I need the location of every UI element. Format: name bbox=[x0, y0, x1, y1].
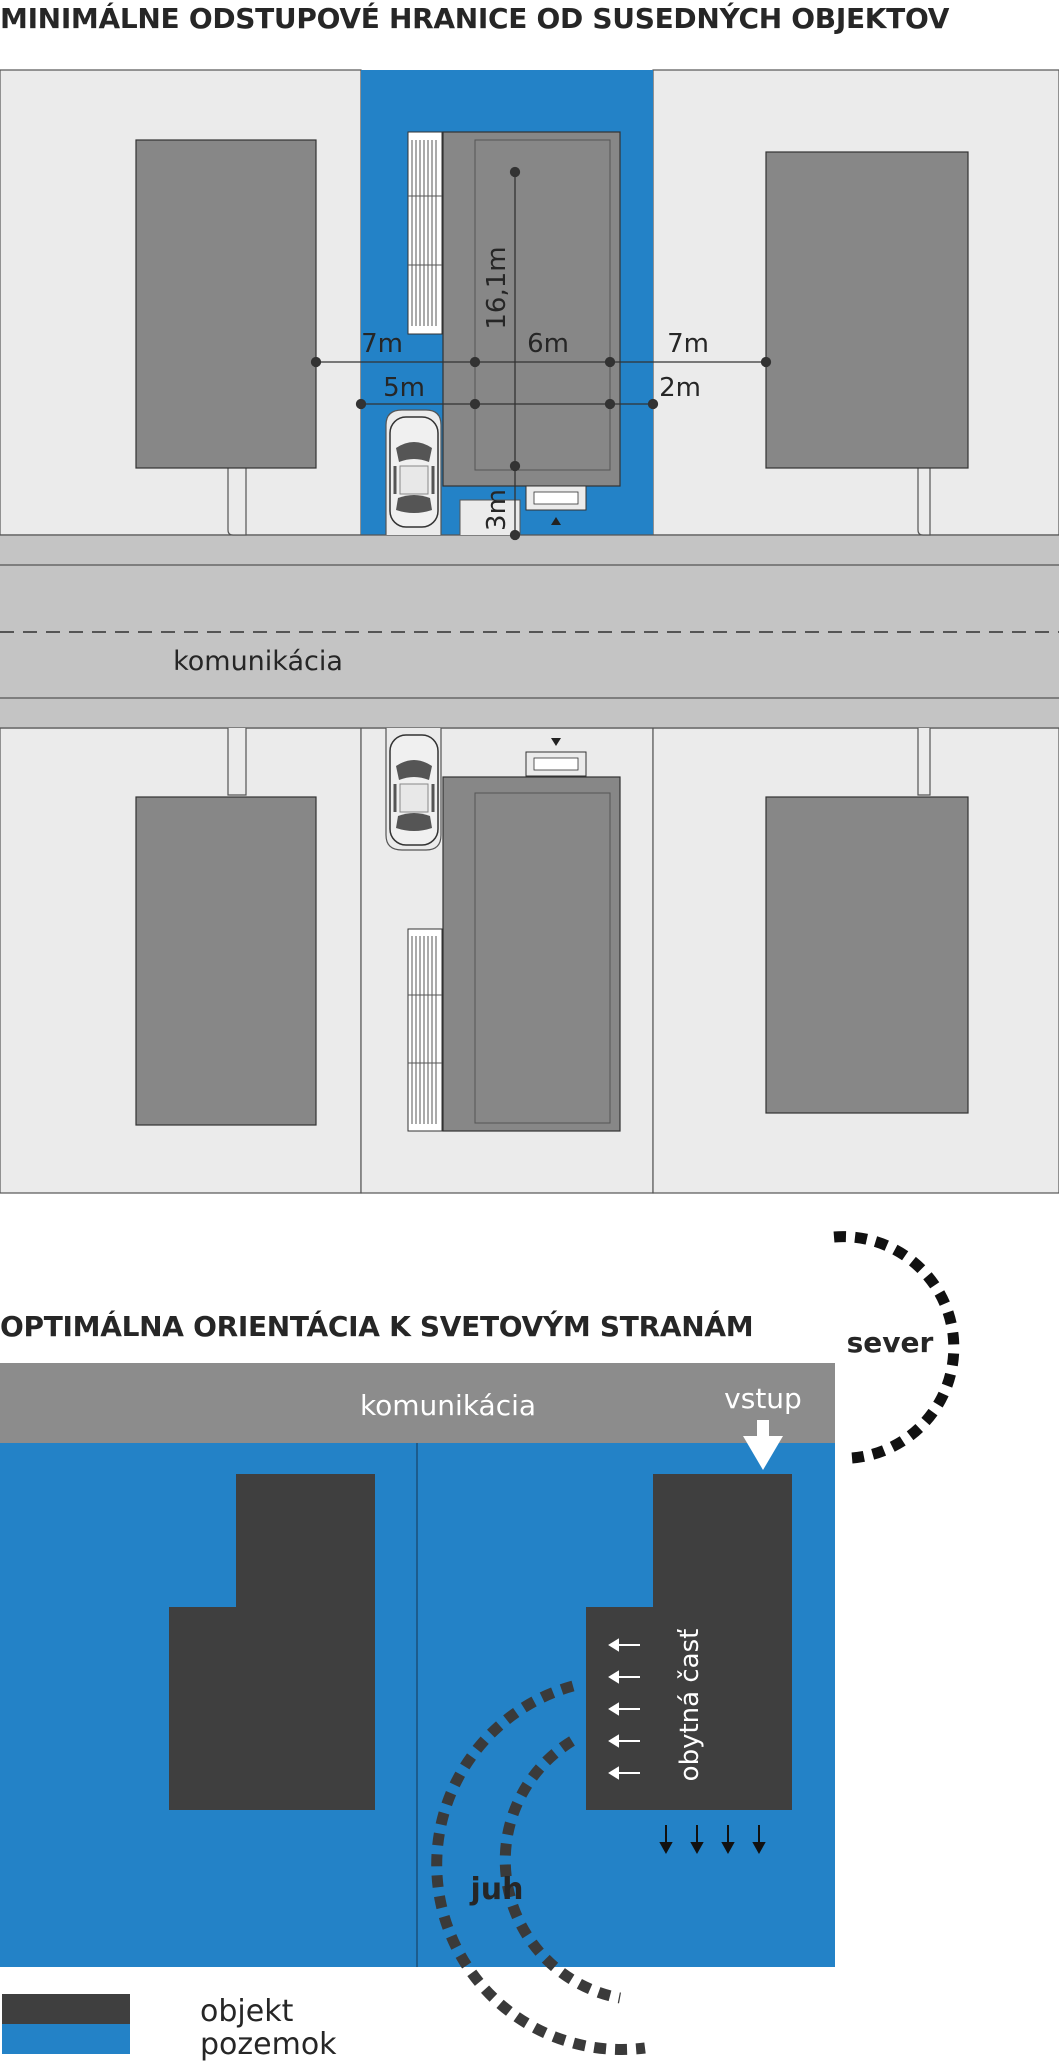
south-label: juh bbox=[470, 1872, 524, 1907]
legend-swatch-object bbox=[2, 1994, 130, 2024]
road-label: komunikácia bbox=[173, 646, 343, 677]
dimension-right-boundary: 2m bbox=[659, 373, 701, 403]
dimension-length: 16,1m bbox=[482, 246, 512, 329]
orientation-plan: komunikácia vstup obytná časť ju bbox=[0, 1231, 960, 2055]
dimension-lines bbox=[310, 166, 772, 541]
building-right bbox=[586, 1474, 792, 1810]
neighbor-house bbox=[135, 139, 317, 469]
legend-swatch-plot bbox=[2, 2024, 130, 2054]
driveway bbox=[227, 466, 247, 536]
legend-label-object: objekt bbox=[200, 1994, 294, 2029]
south-arrows-icon bbox=[659, 1825, 766, 1855]
legend-label-plot: pozemok bbox=[200, 2027, 337, 2062]
driveway bbox=[459, 499, 521, 535]
main-house-top bbox=[407, 131, 621, 525]
living-area-label: obytná časť bbox=[675, 1629, 705, 1782]
south-arc-icon bbox=[431, 1680, 646, 2055]
site-plan: 16,1m 7m 6m 7m 5m 2m 3m komunikácia bbox=[0, 69, 1059, 1194]
neighbor-house bbox=[765, 796, 969, 1114]
dimension-right-neighbor: 7m bbox=[667, 329, 709, 359]
main-house-bottom bbox=[407, 738, 621, 1132]
dimension-width: 6m bbox=[527, 329, 569, 359]
dimension-left-neighbor: 7m bbox=[361, 329, 403, 359]
driveway bbox=[917, 728, 931, 796]
dimension-left-boundary: 5m bbox=[383, 373, 425, 403]
legend: objekt pozemok bbox=[2, 1994, 337, 2062]
neighbor-house bbox=[135, 796, 317, 1126]
north-arc-icon bbox=[833, 1231, 960, 1464]
orientation-road bbox=[0, 1363, 835, 1443]
north-label: sever bbox=[847, 1326, 934, 1359]
neighbor-house bbox=[765, 151, 969, 469]
driveway bbox=[227, 728, 247, 796]
driveway bbox=[917, 466, 931, 536]
car-icon bbox=[388, 733, 440, 847]
heading-orientation: OPTIMÁLNA ORIENTÁCIA K SVETOVÝM STRANÁM bbox=[0, 1310, 754, 1343]
heading-distances: MINIMÁLNE ODSTUPOVÉ HRANICE OD SUSEDNÝCH… bbox=[0, 2, 950, 35]
south-arc-icon bbox=[499, 1736, 621, 2004]
entrance-label: vstup bbox=[724, 1382, 802, 1415]
orientation-road-label: komunikácia bbox=[360, 1389, 536, 1422]
dimension-front: 3m bbox=[482, 489, 512, 531]
building-left bbox=[169, 1474, 375, 1810]
west-arrows-icon bbox=[608, 1638, 640, 1780]
entrance-arrow-icon bbox=[743, 1420, 783, 1470]
car-icon bbox=[388, 415, 440, 529]
